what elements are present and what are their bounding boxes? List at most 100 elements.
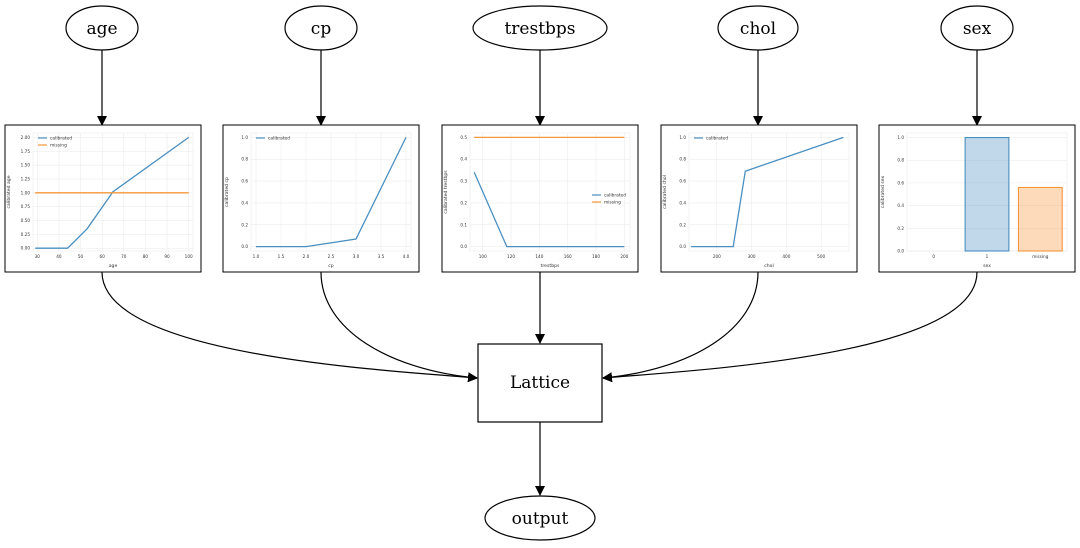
x-tick-label: 160 [564, 254, 572, 259]
x-tick-label: 4.0 [403, 254, 410, 259]
calibrator-age-chart: 0.00 0.25 0.50 0.75 1.00 1.25 1.50 1.75 2.00 cali… [4, 124, 202, 273]
y-tick-label: 0.4 [897, 203, 904, 208]
series-line-calibrated [35, 136, 190, 249]
y-tick-label: 0.6 [897, 180, 904, 185]
edge-chol-lattice [602, 271, 759, 383]
legend-label-missing: missing [604, 200, 621, 206]
x-tick-label: 500 [817, 254, 825, 259]
y-tick-label: 0.3 [460, 179, 467, 184]
y-tick-label: 0.8 [897, 158, 904, 163]
y-tick-label: 0.5 [460, 135, 467, 140]
x-axis-label: chol [764, 263, 774, 269]
calibrator-trestbps-chart: 0.0 0.1 0.2 0.3 0.4 0.5 calibrated trestbps tre… [441, 124, 639, 273]
y-axis-label: calibrated sex [880, 176, 886, 209]
y-tick-label: 0.00 [21, 246, 31, 251]
x-tick-label: 100 [479, 254, 487, 259]
x-tick-label: 40 [56, 254, 62, 259]
x-tick-label: 70 [121, 254, 127, 259]
x-tick-label: missing [1032, 254, 1048, 259]
input-node-chol-label: chol [740, 19, 776, 39]
series-line-calibrated [691, 136, 844, 248]
x-tick-label: 140 [535, 254, 543, 259]
legend-label-missing: missing [50, 143, 67, 149]
calibrator-chol-chart: 0.0 0.2 0.4 0.6 0.8 1.0 calibrated chol chol 200… [660, 124, 858, 273]
legend-label-calibrated: calibrated [268, 136, 290, 142]
x-tick-label: 80 [143, 254, 149, 259]
edge-cp-lattice [320, 271, 478, 383]
x-tick-label: 50 [78, 254, 84, 259]
plot-area [906, 132, 1068, 252]
bar-missing [1017, 186, 1063, 252]
input-node-sex: sex [940, 5, 1014, 51]
plot-area [688, 132, 850, 252]
y-tick-label: 1.25 [21, 176, 31, 181]
x-tick-label: 100 [185, 254, 193, 259]
input-node-chol: chol [717, 5, 799, 51]
x-tick-label: 2.0 [303, 254, 310, 259]
y-tick-label: 0.0 [897, 249, 904, 254]
edge-sex-lattice [602, 271, 978, 383]
y-tick-label: 0.0 [460, 244, 467, 249]
legend-label-calibrated: calibrated [604, 193, 626, 199]
lattice-node: Lattice [477, 343, 603, 423]
y-tick-label: 0.0 [679, 244, 686, 249]
x-tick-label: 120 [507, 254, 515, 259]
y-tick-label: 0.6 [679, 179, 686, 184]
y-tick-label: 0.8 [679, 157, 686, 162]
y-tick-label: 0.2 [897, 226, 904, 231]
y-axis-label: calibrated chol [662, 175, 668, 209]
legend-label-calibrated: calibrated [50, 136, 72, 142]
y-tick-label: 1.75 [21, 149, 31, 154]
x-tick-label: 400 [782, 254, 790, 259]
x-tick-label: 3.5 [378, 254, 385, 259]
x-axis-label: trestbps [541, 263, 560, 269]
x-tick-label: 300 [748, 254, 756, 259]
series-line-calibrated [473, 172, 625, 248]
y-tick-label: 0.25 [21, 232, 31, 237]
y-tick-label: 0.4 [241, 200, 248, 205]
y-tick-label: 1.00 [21, 190, 31, 195]
output-label: output [512, 509, 569, 529]
bar-1 [964, 136, 1010, 252]
legend-label-calibrated: calibrated [706, 136, 728, 142]
y-tick-label: 1.50 [21, 163, 31, 168]
y-axis-label: calibrated cp [224, 177, 230, 207]
y-tick-label: 1.0 [897, 135, 904, 140]
edge-age-lattice [101, 271, 478, 383]
y-tick-label: 0.0 [241, 244, 248, 249]
input-node-trestbps: trestbps [472, 5, 608, 51]
y-tick-label: 0.2 [460, 200, 467, 205]
series-line-calibrated [256, 137, 407, 248]
y-tick-label: 0.4 [460, 157, 467, 162]
y-tick-label: 0.2 [679, 222, 686, 227]
x-tick-label: 60 [100, 254, 106, 259]
y-tick-label: 2.00 [21, 135, 31, 140]
x-axis-label: cp [328, 264, 334, 269]
y-tick-label: 0.1 [460, 222, 467, 227]
y-axis-label: calibrated trestbps [443, 170, 449, 214]
input-node-cp-label: cp [311, 19, 332, 39]
x-tick-label: 200 [620, 254, 628, 259]
y-axis-label: calibrated age [6, 175, 12, 208]
y-tick-label: 1.0 [679, 135, 686, 140]
y-tick-label: 0.4 [679, 200, 686, 205]
x-tick-label: 3.0 [353, 254, 360, 259]
x-tick-label: 200 [713, 254, 721, 259]
x-tick-label: 2.5 [328, 254, 335, 259]
x-axis-label: sex [983, 264, 991, 269]
y-tick-label: 0.75 [21, 204, 31, 209]
input-node-sex-label: sex [963, 19, 992, 39]
y-tick-label: 1.0 [241, 135, 248, 140]
input-node-trestbps-label: trestbps [504, 19, 575, 39]
input-node-age: age [65, 5, 139, 51]
input-node-cp: cp [284, 5, 358, 51]
y-tick-label: 0.2 [241, 222, 248, 227]
y-tick-label: 0.8 [241, 157, 248, 162]
plot-area [469, 132, 631, 252]
y-tick-label: 0.50 [21, 218, 31, 223]
x-tick-label: 1.0 [253, 254, 260, 259]
y-tick-label: 0.6 [241, 179, 248, 184]
